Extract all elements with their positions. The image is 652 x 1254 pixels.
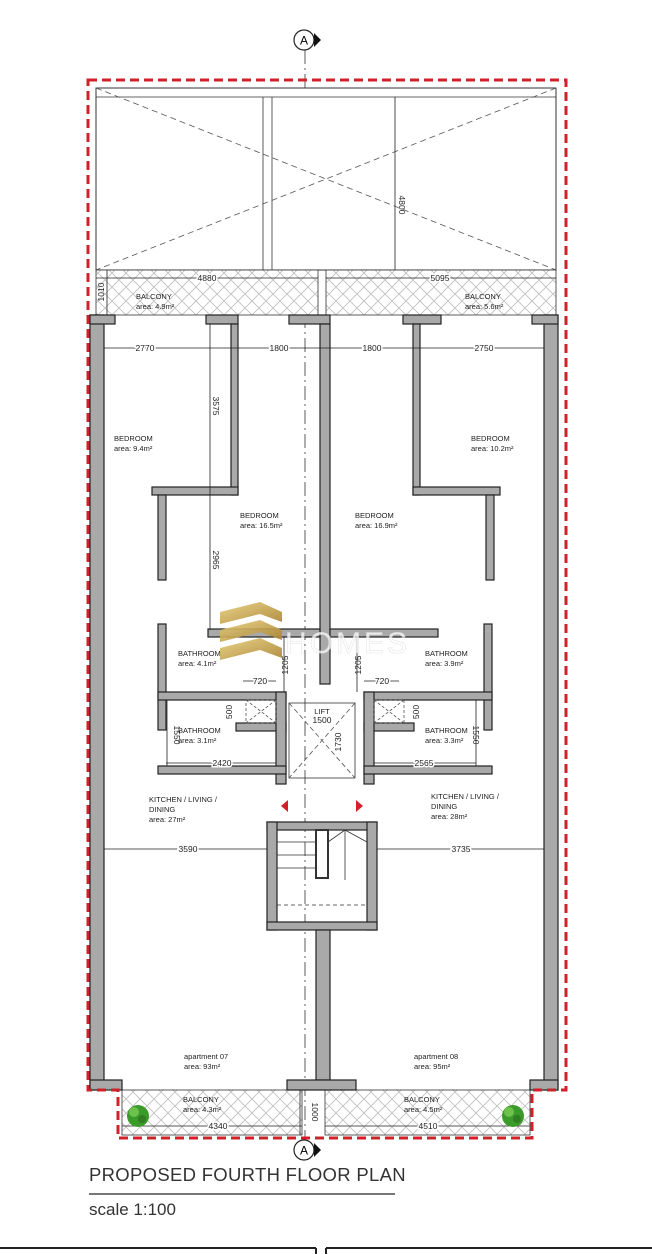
- svg-text:area: 95m²: area: 95m²: [414, 1062, 451, 1071]
- svg-text:BATHROOM: BATHROOM: [425, 649, 468, 658]
- svg-text:BEDROOM: BEDROOM: [114, 434, 153, 443]
- svg-text:BATHROOM: BATHROOM: [178, 649, 221, 658]
- arrow-right-icon: [356, 800, 363, 812]
- svg-text:1730: 1730: [333, 732, 343, 751]
- site-boundary: [86, 78, 568, 1140]
- svg-text:DINING: DINING: [431, 802, 457, 811]
- staircase: [277, 829, 368, 906]
- plan-scale: scale 1:100: [89, 1200, 176, 1219]
- svg-text:area: 3.1m²: area: 3.1m²: [178, 736, 217, 745]
- svg-text:1800: 1800: [363, 343, 382, 353]
- svg-text:5095: 5095: [431, 273, 450, 283]
- svg-text:1010: 1010: [96, 282, 106, 301]
- svg-text:A: A: [300, 34, 308, 48]
- svg-text:4800: 4800: [397, 196, 407, 215]
- arrow-left-icon: [281, 800, 288, 812]
- service-ducts: [245, 699, 405, 724]
- svg-text:area: 27m²: area: 27m²: [149, 815, 186, 824]
- svg-text:1550: 1550: [471, 726, 481, 745]
- svg-text:BALCONY: BALCONY: [465, 292, 501, 301]
- svg-text:BATHROOM: BATHROOM: [425, 726, 468, 735]
- svg-text:2750: 2750: [475, 343, 494, 353]
- svg-text:BEDROOM: BEDROOM: [471, 434, 510, 443]
- svg-text:1800: 1800: [270, 343, 289, 353]
- svg-text:BALCONY: BALCONY: [183, 1095, 219, 1104]
- svg-text:area: 4.1m²: area: 4.1m²: [178, 659, 217, 668]
- svg-text:3575: 3575: [211, 397, 221, 416]
- svg-text:area: 93m²: area: 93m²: [184, 1062, 221, 1071]
- svg-text:2770: 2770: [136, 343, 155, 353]
- svg-text:area: 3.3m²: area: 3.3m²: [425, 736, 464, 745]
- title-underline: [89, 1193, 395, 1195]
- dimensions-bedrooms: 2770 1800 1800 2750 3575 2965: [104, 324, 544, 630]
- svg-text:LIFT: LIFT: [314, 707, 330, 716]
- svg-text:4340: 4340: [209, 1121, 228, 1131]
- svg-text:1000: 1000: [310, 1103, 320, 1122]
- lift-shaft: LIFT 1500 1730: [288, 702, 356, 779]
- svg-text:2565: 2565: [415, 758, 434, 768]
- svg-text:HOMES: HOMES: [285, 627, 410, 660]
- svg-text:4880: 4880: [198, 273, 217, 283]
- svg-text:apartment 07: apartment 07: [184, 1052, 228, 1061]
- svg-text:area: 3.9m²: area: 3.9m²: [425, 659, 464, 668]
- balcony-bottom-right: [324, 1089, 531, 1136]
- svg-text:500: 500: [224, 705, 234, 719]
- svg-text:area: 4.3m²: area: 4.3m²: [183, 1105, 222, 1114]
- svg-text:BALCONY: BALCONY: [404, 1095, 440, 1104]
- svg-text:1205: 1205: [353, 655, 363, 674]
- svg-text:BEDROOM: BEDROOM: [240, 511, 279, 520]
- svg-text:area: 16.9m²: area: 16.9m²: [355, 521, 398, 530]
- svg-text:2965: 2965: [211, 551, 221, 570]
- svg-text:720: 720: [375, 676, 389, 686]
- balcony-top-left: [95, 269, 319, 316]
- svg-text:BALCONY: BALCONY: [136, 292, 172, 301]
- svg-text:500: 500: [411, 705, 421, 719]
- svg-text:area: 9.4m²: area: 9.4m²: [114, 444, 153, 453]
- svg-text:1205: 1205: [280, 655, 290, 674]
- svg-text:720: 720: [253, 676, 267, 686]
- balcony-top-right: [325, 269, 557, 316]
- walls: [89, 314, 559, 1091]
- void-area: 4800: [95, 87, 557, 315]
- svg-text:area: 5.6m²: area: 5.6m²: [465, 302, 504, 311]
- svg-text:KITCHEN / LIVING /: KITCHEN / LIVING /: [431, 792, 500, 801]
- watermark-logo: HOMES: [220, 602, 410, 660]
- section-marker-bottom: A: [293, 1139, 321, 1161]
- svg-text:area: 4.5m²: area: 4.5m²: [404, 1105, 443, 1114]
- svg-text:area: 10.2m²: area: 10.2m²: [471, 444, 514, 453]
- plan-title: PROPOSED FOURTH FLOOR PLAN: [89, 1164, 406, 1185]
- svg-text:1550: 1550: [172, 726, 182, 745]
- section-marker-top: A: [293, 29, 321, 51]
- svg-text:A: A: [300, 1144, 308, 1158]
- svg-text:3590: 3590: [179, 844, 198, 854]
- balcony-bottom-left: [121, 1089, 303, 1136]
- svg-text:area: 28m²: area: 28m²: [431, 812, 468, 821]
- plant-icon: [127, 1105, 149, 1127]
- svg-text:area: 4.9m²: area: 4.9m²: [136, 302, 175, 311]
- svg-text:4510: 4510: [419, 1121, 438, 1131]
- svg-text:area: 16.5m²: area: 16.5m²: [240, 521, 283, 530]
- svg-text:BEDROOM: BEDROOM: [355, 511, 394, 520]
- svg-text:apartment 08: apartment 08: [414, 1052, 458, 1061]
- svg-text:KITCHEN / LIVING /: KITCHEN / LIVING /: [149, 795, 218, 804]
- svg-text:3735: 3735: [452, 844, 471, 854]
- svg-text:BATHROOM: BATHROOM: [178, 726, 221, 735]
- plant-icon: [502, 1105, 524, 1127]
- dimensions-bathrooms: 1205 1205 720 720 500 500 1550 1550 2420…: [166, 637, 481, 770]
- svg-text:DINING: DINING: [149, 805, 175, 814]
- svg-text:1500: 1500: [313, 715, 332, 725]
- svg-text:2420: 2420: [213, 758, 232, 768]
